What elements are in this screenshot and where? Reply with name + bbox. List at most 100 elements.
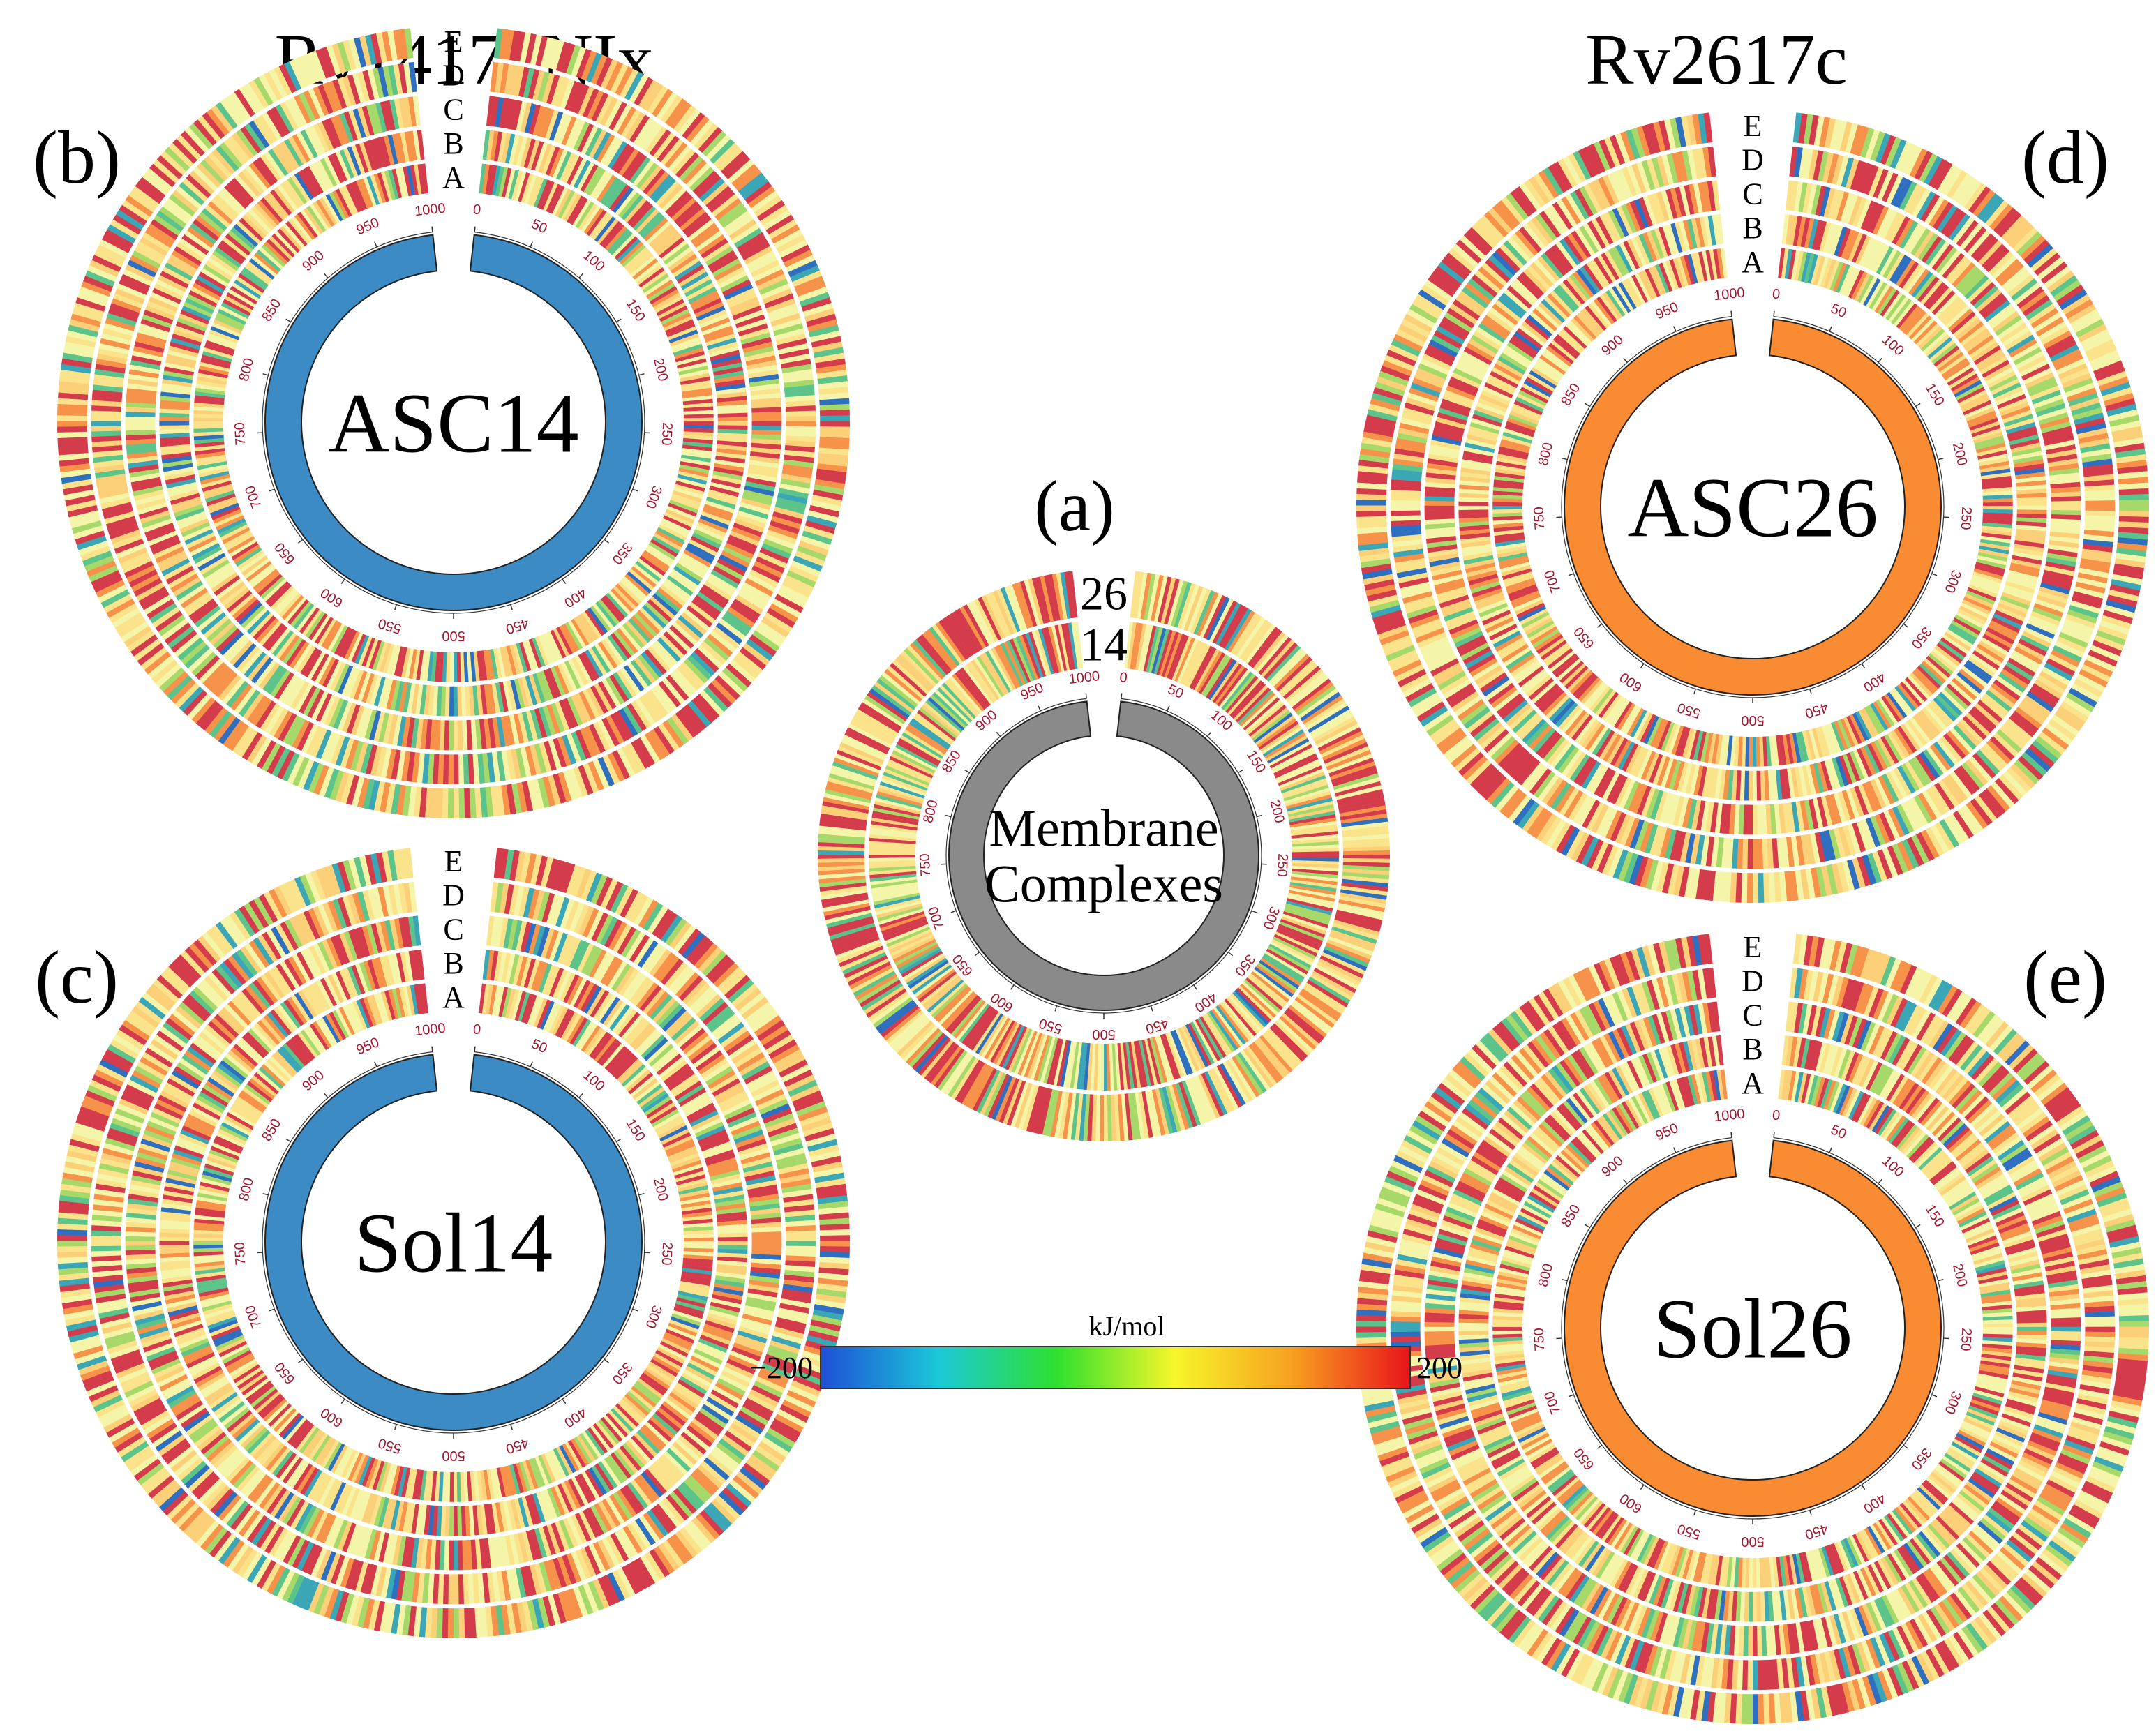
heatmap-cell — [458, 1574, 464, 1605]
heatmap-cell — [160, 391, 191, 399]
heatmap-cell — [594, 683, 613, 712]
heatmap-cell — [375, 137, 387, 167]
heatmap-cell — [714, 197, 742, 221]
heatmap-cell — [232, 282, 260, 302]
heatmap-cell — [223, 530, 252, 548]
heatmap-cell — [673, 565, 701, 586]
heatmap-cell — [202, 480, 232, 492]
heatmap-cell — [197, 373, 227, 382]
heatmap-cell — [729, 530, 760, 546]
heatmap-cell — [506, 645, 517, 675]
heatmap-cell — [662, 515, 692, 531]
heatmap-cell — [171, 496, 202, 509]
heatmap-cell — [137, 327, 168, 341]
heatmap-cell — [414, 164, 422, 195]
heatmap-cell — [748, 369, 779, 379]
heatmap-cell — [583, 165, 602, 195]
heatmap-cell — [352, 181, 368, 210]
heatmap-cell — [656, 299, 684, 317]
heatmap-cell — [246, 560, 272, 582]
heatmap-cell — [221, 584, 248, 606]
heatmap-cell — [627, 200, 650, 226]
heatmap-cell — [334, 627, 351, 655]
heatmap-cell — [521, 676, 534, 707]
heatmap-cell — [688, 219, 714, 241]
heatmap-cell — [726, 539, 756, 555]
tick-label: 150 — [623, 1116, 648, 1144]
heatmap-cell — [683, 406, 714, 412]
heatmap-cell — [672, 490, 703, 503]
heatmap-cell — [135, 336, 166, 349]
heatmap-cell — [491, 683, 500, 714]
heatmap-cell — [714, 463, 744, 472]
heatmap-cell — [257, 200, 280, 225]
heatmap-cell — [628, 617, 652, 643]
tick-label: 450 — [504, 1435, 530, 1457]
tick-label: 550 — [376, 615, 403, 637]
heatmap-cell — [188, 598, 216, 620]
heatmap-cell — [297, 170, 317, 198]
heatmap-cell — [706, 576, 735, 597]
heatmap-cell — [154, 283, 184, 301]
heatmap-cell — [613, 585, 637, 610]
heatmap-cell — [390, 645, 401, 675]
heatmap-cell — [303, 207, 324, 234]
heatmap-cell — [682, 395, 713, 402]
heatmap-cell — [683, 1241, 714, 1245]
heatmap-cell — [507, 99, 518, 130]
tick-label: 600 — [318, 1404, 346, 1430]
heatmap-cell — [193, 546, 223, 564]
heatmap-cell — [705, 500, 735, 514]
heatmap-cell — [453, 1574, 459, 1605]
heatmap-cell — [585, 127, 603, 157]
heatmap-cell — [170, 493, 200, 505]
heatmap-cell — [250, 566, 276, 588]
heatmap-cell — [750, 447, 781, 455]
heatmap-cell — [686, 283, 715, 301]
heatmap-cell — [777, 338, 807, 350]
heatmap-cell — [231, 177, 255, 203]
heatmap-cell — [632, 258, 659, 280]
heatmap-cell — [637, 120, 659, 149]
heatmap-cell — [139, 323, 170, 337]
heatmap-cell — [160, 436, 190, 443]
heatmap-cell — [346, 704, 361, 734]
heatmap-cell — [278, 634, 300, 661]
heatmap-cell — [212, 509, 242, 524]
heatmap-cell — [412, 130, 421, 160]
heatmap-cell — [273, 186, 295, 213]
heatmap-cell — [125, 434, 156, 440]
heatmap-cell — [193, 417, 224, 422]
heatmap-cell — [190, 223, 217, 245]
heatmap-cell — [253, 252, 279, 275]
heatmap-cell — [236, 220, 261, 244]
heatmap-cell — [710, 350, 740, 361]
heatmap-cell — [680, 271, 709, 291]
heatmap-cell — [446, 652, 451, 682]
heatmap-cell — [623, 246, 649, 270]
heatmap-cell — [782, 368, 813, 379]
heatmap-cell — [159, 1245, 190, 1250]
heatmap-cell — [453, 686, 458, 717]
heatmap-cell — [317, 618, 336, 646]
heatmap-cell — [765, 298, 796, 313]
heatmap-cell — [578, 691, 596, 721]
heatmap-cell — [625, 112, 645, 140]
tick-mark — [324, 273, 329, 278]
heatmap-cell — [713, 370, 744, 380]
heatmap-cell — [195, 451, 226, 459]
heatmap-cell — [552, 187, 569, 216]
heatmap-cell — [255, 571, 280, 594]
heatmap-cell — [174, 246, 202, 267]
heatmap-cell — [737, 510, 768, 524]
heatmap-cell — [216, 628, 241, 652]
heatmap-cell — [786, 426, 816, 432]
heatmap-cell — [522, 640, 535, 670]
heatmap-cell — [530, 177, 544, 207]
heatmap-cell — [528, 674, 541, 705]
heatmap-cell — [693, 298, 722, 315]
heatmap-cell — [613, 104, 632, 133]
heatmap-cell — [576, 162, 595, 190]
heatmap-cell — [764, 293, 794, 309]
heatmap-cell — [249, 258, 275, 280]
